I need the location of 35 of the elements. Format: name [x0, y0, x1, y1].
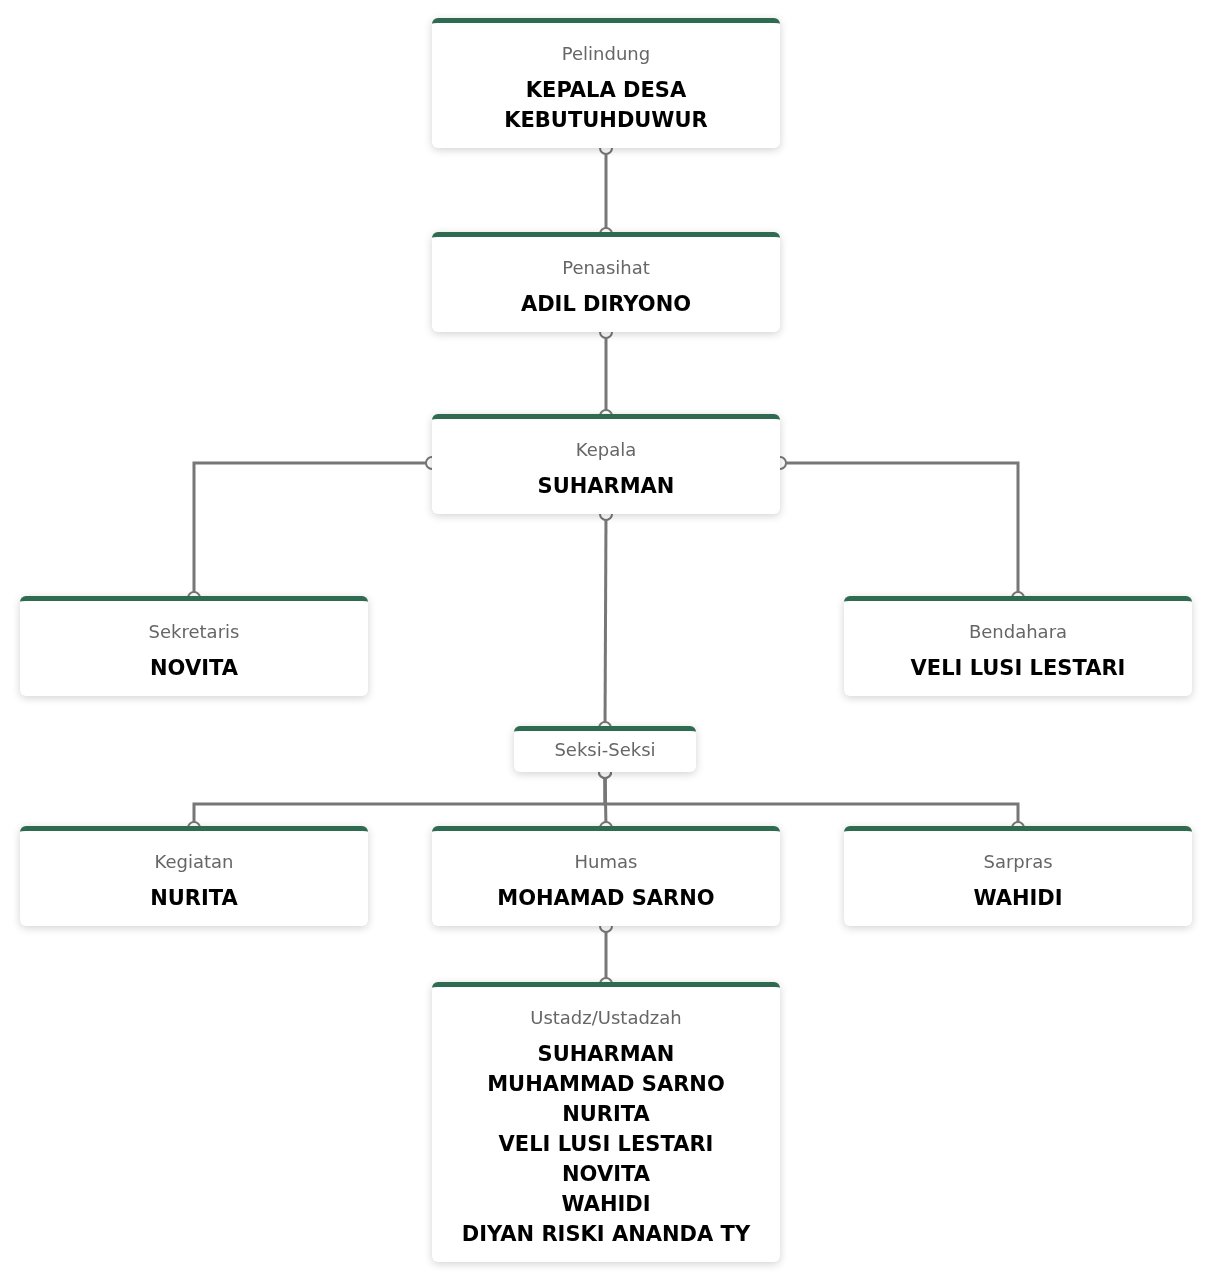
org-card: [20, 826, 368, 926]
role-title: Kepala: [575, 439, 637, 461]
person-name: NOVITA: [562, 1161, 650, 1188]
org-card: [432, 18, 780, 148]
person-name: KEPALA DESA KEBUTUHDUWUR: [503, 77, 709, 134]
role-title: Penasihat: [562, 257, 650, 279]
role-title: Seksi-Seksi: [554, 739, 656, 761]
role-title: Humas: [574, 851, 638, 873]
role-title: Bendahara: [968, 621, 1068, 643]
person-name: SUHARMAN: [537, 1041, 675, 1068]
org-card: [844, 596, 1192, 696]
org-card: [432, 232, 780, 332]
role-title: Pelindung: [561, 43, 651, 65]
person-name: SUHARMAN: [537, 473, 675, 500]
person-name: MOHAMAD SARNO: [497, 885, 715, 912]
org-card: [432, 414, 780, 514]
org-card: [432, 982, 780, 1262]
person-name: NURITA: [150, 885, 238, 912]
org-card: [514, 726, 696, 772]
person-name: DIYAN RISKI ANANDA TY: [461, 1221, 751, 1248]
person-name: ADIL DIRYONO: [520, 291, 692, 318]
role-title: Sarpras: [983, 851, 1053, 873]
person-name: VELI LUSI LESTARI: [910, 655, 1126, 682]
person-name: NOVITA: [150, 655, 238, 682]
org-card: [844, 826, 1192, 926]
person-name: MUHAMMAD SARNO: [487, 1071, 725, 1098]
person-name: VELI LUSI LESTARI: [498, 1131, 714, 1158]
person-name: WAHIDI: [973, 885, 1063, 912]
role-title: Ustadz/Ustadzah: [530, 1007, 682, 1029]
role-title: Sekretaris: [148, 621, 240, 643]
person-name: WAHIDI: [561, 1191, 651, 1218]
org-card: [432, 826, 780, 926]
org-card: [20, 596, 368, 696]
person-name: NURITA: [562, 1101, 650, 1128]
role-title: Kegiatan: [154, 851, 234, 873]
